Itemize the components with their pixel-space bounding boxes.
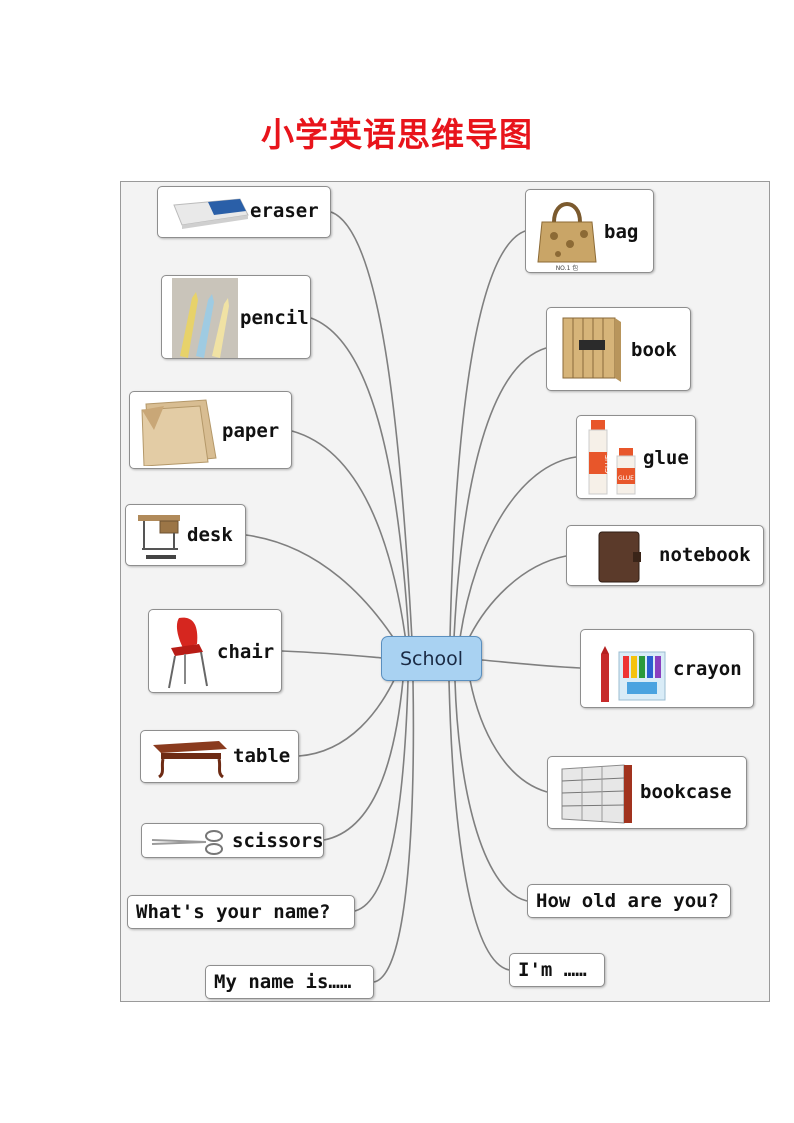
connector-pencil — [310, 317, 410, 641]
node-crayon[interactable]: crayon — [580, 629, 754, 708]
label-table: table — [233, 745, 291, 767]
node-my-name-is[interactable]: My name is…… — [205, 965, 374, 999]
node-how-old[interactable]: How old are you? — [527, 884, 731, 918]
connector-whats-your-name — [354, 680, 409, 912]
connector-book — [453, 347, 547, 639]
label-book: book — [631, 339, 677, 361]
node-glue[interactable]: GLUE GLUE glue — [576, 415, 696, 499]
label-desk: desk — [187, 524, 233, 546]
label-eraser: eraser — [250, 200, 319, 222]
connector-table — [298, 675, 397, 757]
label-glue: glue — [643, 447, 689, 469]
glue-text-2: GLUE — [618, 475, 634, 482]
node-table[interactable]: table — [140, 730, 299, 783]
connector-paper — [291, 430, 407, 643]
connector-notebook — [467, 555, 567, 641]
bag-caption: NO.1 包 — [556, 264, 579, 272]
label-pencil: pencil — [240, 307, 309, 329]
connector-scissors — [323, 679, 404, 841]
page-title: 小学英语思维导图 — [261, 115, 533, 154]
node-notebook[interactable]: notebook — [566, 525, 764, 586]
desk-icon — [138, 515, 180, 559]
connector-desk — [245, 534, 401, 649]
node-bookcase[interactable]: bookcase — [547, 756, 747, 829]
label-crayon: crayon — [673, 658, 742, 680]
connector-my-name-is — [373, 680, 415, 983]
eraser-icon — [173, 198, 249, 229]
connector-chair — [281, 650, 384, 659]
label-bag: bag — [604, 221, 639, 243]
glue-text-1: GLUE — [604, 455, 612, 474]
connector-glue — [459, 456, 577, 639]
connector-eraser — [330, 211, 413, 641]
paper-icon — [141, 399, 217, 466]
table-icon — [153, 741, 227, 779]
node-paper[interactable]: paper — [129, 391, 292, 469]
connector-bookcase — [469, 679, 548, 793]
label-bookcase: bookcase — [640, 781, 732, 803]
pencil-icon — [172, 278, 238, 358]
label-my-name-is: My name is…… — [214, 971, 352, 993]
label-chair: chair — [217, 641, 275, 663]
node-scissors[interactable]: scissors — [141, 823, 324, 858]
center-node-school[interactable]: School — [381, 636, 482, 681]
glue-icon: GLUE GLUE — [588, 420, 636, 495]
label-how-old: How old are you? — [536, 890, 720, 912]
label-im: I'm …… — [518, 959, 587, 981]
connector-im — [448, 680, 510, 971]
node-pencil[interactable]: pencil — [161, 275, 311, 359]
notebook-icon — [598, 531, 641, 583]
node-whats-your-name[interactable]: What's your name? — [127, 895, 355, 929]
node-desk[interactable]: desk — [125, 504, 246, 566]
label-paper: paper — [222, 420, 280, 442]
label-notebook: notebook — [659, 544, 751, 566]
node-im[interactable]: I'm …… — [509, 953, 605, 987]
node-chair[interactable]: chair — [148, 609, 282, 693]
connector-bag — [449, 230, 526, 639]
node-eraser[interactable]: eraser — [157, 186, 331, 238]
connector-how-old — [454, 680, 528, 902]
connector-crayon — [481, 659, 581, 669]
chair-icon — [168, 617, 208, 689]
node-book[interactable]: book — [546, 307, 691, 391]
scissors-icon — [151, 830, 223, 855]
label-whats-your-name: What's your name? — [136, 901, 331, 923]
node-bag[interactable]: NO.1 包 bag — [525, 189, 654, 273]
bookcase-icon — [561, 764, 632, 824]
crayon-icon — [601, 646, 666, 702]
book-icon — [562, 317, 621, 382]
bag-icon: NO.1 包 — [537, 202, 597, 272]
label-scissors: scissors — [232, 830, 324, 852]
